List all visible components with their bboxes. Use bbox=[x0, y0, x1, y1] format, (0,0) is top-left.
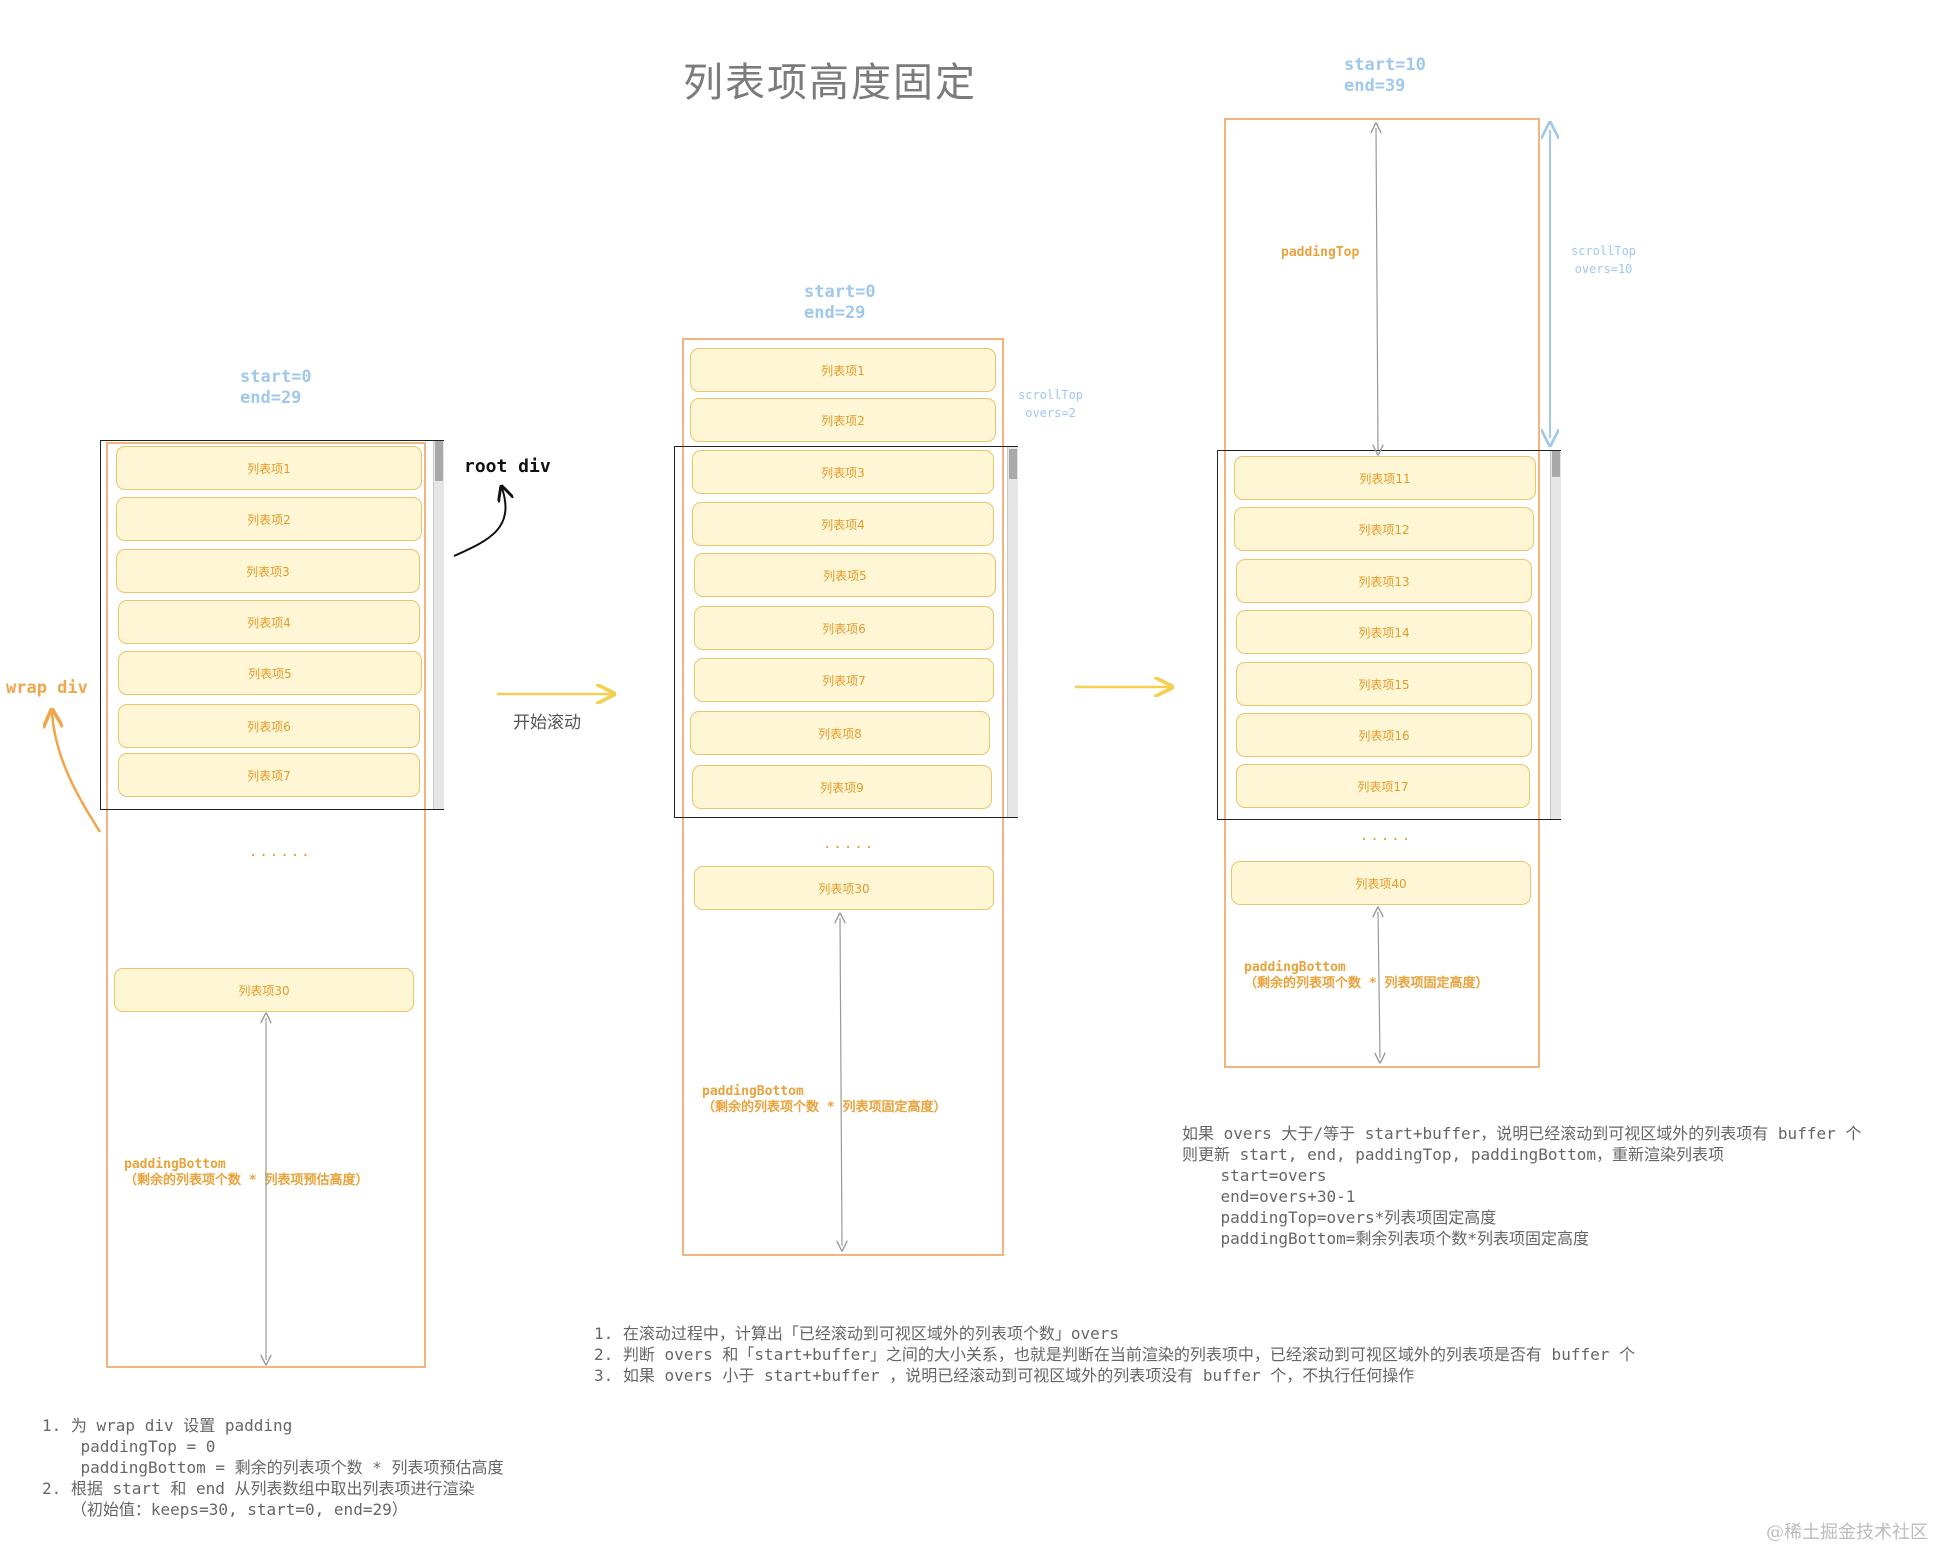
note-initial-render: 1. 为 wrap div 设置 padding paddingTop = 0 … bbox=[42, 1416, 504, 1519]
panel1-ellipsis: ...... bbox=[249, 844, 312, 860]
panel2-scrollbar[interactable] bbox=[1007, 447, 1018, 817]
panel2-list-item: 列表项1 bbox=[690, 348, 996, 392]
panel1-scrollbar[interactable] bbox=[433, 441, 444, 809]
panel3-padding-bottom-label: paddingBottom （剩余的列表项个数 * 列表项固定高度） bbox=[1244, 960, 1489, 991]
panel3-list-item: 列表项11 bbox=[1234, 456, 1536, 500]
panel3-list-item: 列表项15 bbox=[1236, 662, 1532, 706]
panel1-list-item: 列表项5 bbox=[118, 651, 422, 695]
wrap-div-label: wrap div bbox=[6, 678, 88, 698]
panel3-list-item: 列表项16 bbox=[1236, 713, 1532, 757]
note-scrolling: 1. 在滚动过程中，计算出「已经滚动到可视区域外的列表项个数」overs 2. … bbox=[594, 1324, 1635, 1385]
panel2-range: start=0 end=29 bbox=[804, 282, 876, 323]
panel1-list-item: 列表项4 bbox=[118, 600, 420, 644]
note-update-rule: 如果 overs 大于/等于 start+buffer，说明已经滚动到可视区域外… bbox=[1182, 1124, 1862, 1248]
watermark: @稀土掘金技术社区 bbox=[1766, 1522, 1928, 1543]
panel3-ellipsis: ..... bbox=[1360, 828, 1413, 844]
panel2-wrap-div bbox=[682, 338, 1004, 1256]
panel2-list-item: 列表项8 bbox=[690, 711, 990, 755]
panel1-range: start=0 end=29 bbox=[240, 367, 312, 408]
panel2-list-item: 列表项5 bbox=[694, 553, 996, 597]
panel2-list-item: 列表项3 bbox=[692, 450, 994, 494]
panel2-scroll-thumb[interactable] bbox=[1009, 449, 1017, 479]
panel2-list-item: 列表项4 bbox=[692, 502, 994, 546]
panel3-scroll-info: scrollTop overs=10 bbox=[1571, 244, 1637, 276]
panel3-list-item: 列表项13 bbox=[1236, 559, 1532, 603]
panel3-padding-top-arrow bbox=[1376, 128, 1378, 450]
panel1-last-item: 列表项30 bbox=[114, 968, 414, 1012]
start-scroll-label: 开始滚动 bbox=[513, 713, 581, 733]
root-div-pointer-arrow bbox=[453, 488, 505, 557]
panel1-wrap-div bbox=[106, 442, 426, 1368]
panel1-list-item: 列表项6 bbox=[118, 704, 420, 748]
panel3-wrap-div bbox=[1224, 118, 1540, 1068]
panel3-scroll-thumb[interactable] bbox=[1552, 451, 1560, 477]
diagram-title: 列表项高度固定 bbox=[683, 60, 977, 106]
panel1-padding-bottom-label: paddingBottom （剩余的列表项个数 * 列表项预估高度） bbox=[124, 1157, 369, 1188]
panel3-list-item: 列表项14 bbox=[1236, 610, 1532, 654]
panel2-last-item: 列表项30 bbox=[694, 866, 994, 910]
panel2-list-item: 列表项9 bbox=[692, 765, 992, 809]
panel1-scroll-thumb[interactable] bbox=[435, 441, 443, 481]
panel3-padding-bottom-arrow bbox=[1378, 912, 1380, 1058]
panel1-list-item: 列表项2 bbox=[116, 497, 422, 541]
panel2-padding-bottom-label: paddingBottom （剩余的列表项个数 * 列表项固定高度） bbox=[702, 1084, 947, 1115]
panel1-list-item: 列表项3 bbox=[116, 549, 420, 593]
panel2-list-item: 列表项7 bbox=[694, 658, 994, 702]
panel3-padding-top-label: paddingTop bbox=[1281, 245, 1360, 260]
panel3-list-item: 列表项12 bbox=[1234, 507, 1534, 551]
root-div-label: root div bbox=[464, 456, 551, 477]
wrap-div-pointer-arrow bbox=[52, 712, 102, 833]
panel2-list-item: 列表项2 bbox=[690, 398, 996, 442]
panel1-list-item: 列表项1 bbox=[116, 446, 422, 490]
panel3-range: start=10 end=39 bbox=[1344, 55, 1426, 96]
panel3-scrollbar[interactable] bbox=[1550, 451, 1561, 819]
panel3-list-item: 列表项17 bbox=[1236, 764, 1530, 808]
panel2-list-item: 列表项6 bbox=[694, 606, 994, 650]
panel2-padding-bottom-arrow bbox=[840, 918, 842, 1246]
panel2-scroll-info: scrollTop overs=2 bbox=[1018, 388, 1084, 420]
panel2-ellipsis: ..... bbox=[823, 836, 876, 852]
panel3-last-item: 列表项40 bbox=[1231, 861, 1531, 905]
panel1-list-item: 列表项7 bbox=[118, 753, 420, 797]
